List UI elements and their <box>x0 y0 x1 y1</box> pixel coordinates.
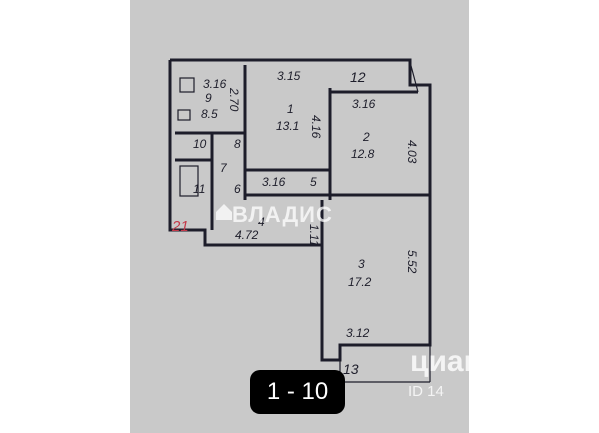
room2-depth: 4.03 <box>405 140 419 164</box>
room-7-number: 7 <box>220 161 227 175</box>
room-2-number: 2 <box>363 130 370 144</box>
room-9-number: 9 <box>205 91 212 105</box>
room-8-number: 8 <box>234 137 241 151</box>
room-4-number: 4 <box>258 215 265 229</box>
sink <box>177 109 191 121</box>
cian-id-watermark: ID 14 <box>408 383 444 400</box>
room3-depth: 5.52 <box>405 250 419 274</box>
room-6-number: 6 <box>234 182 241 196</box>
balcony-line <box>409 61 419 93</box>
right-margin <box>469 0 599 433</box>
room-3-area: 17.2 <box>348 275 372 289</box>
image-counter-badge: 1 - 10 <box>250 370 345 414</box>
corridor-width: 3.16 <box>262 175 286 189</box>
room-11-number: 11 <box>193 182 206 196</box>
room-5-number: 5 <box>310 175 317 189</box>
left-margin <box>0 0 130 433</box>
stove <box>179 77 195 93</box>
kitchen-depth: 2.70 <box>227 88 241 112</box>
vladis-logo-icon <box>216 204 232 220</box>
room-1-number: 1 <box>287 102 294 116</box>
room3-width: 3.12 <box>346 326 370 340</box>
vladis-watermark: ВЛАДИС <box>232 202 333 227</box>
room1-depth: 4.16 <box>309 115 323 139</box>
room-10-number: 10 <box>193 137 207 151</box>
room-1-area: 13.1 <box>276 119 300 133</box>
room-2-area: 12.8 <box>351 147 375 161</box>
handwritten-annotation: 21 <box>172 218 189 235</box>
hall-width: 4.72 <box>235 228 259 242</box>
room-3-number: 3 <box>358 257 365 271</box>
room-12-number: 12 <box>350 69 366 85</box>
room-9-area: 8.5 <box>201 107 218 121</box>
room2-width: 3.16 <box>352 97 376 111</box>
kitchen-width: 3.16 <box>203 77 227 91</box>
room-13-number: 13 <box>343 361 359 377</box>
cian-watermark: циан <box>410 345 482 378</box>
room1-width: 3.15 <box>277 69 301 83</box>
bathtub <box>179 165 199 197</box>
